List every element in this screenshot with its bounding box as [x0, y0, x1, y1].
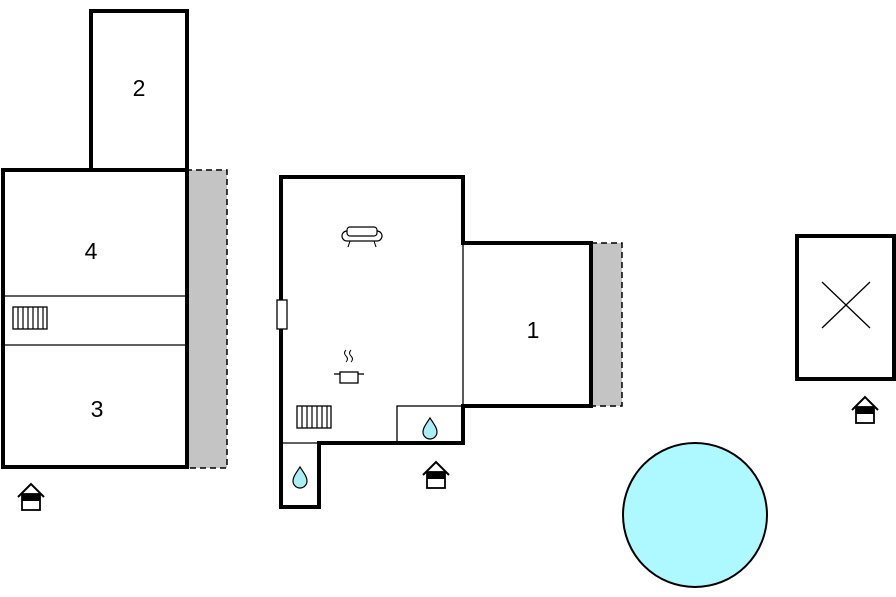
radiator-icon	[296, 405, 332, 429]
annex-building	[795, 234, 896, 424]
entrance-icon	[851, 396, 879, 424]
middle-main-outline	[279, 175, 593, 509]
room-label-4: 4	[85, 238, 98, 264]
terrace-left	[185, 169, 228, 469]
room-label-1: 1	[527, 317, 540, 343]
entrance-icon	[17, 483, 45, 511]
pool	[622, 442, 768, 588]
entrance-icon	[422, 461, 450, 489]
bathroom-outline	[396, 405, 464, 444]
water-drop-icon	[422, 417, 438, 440]
room-label-3: 3	[91, 396, 104, 422]
window-icon	[276, 299, 288, 330]
left-building: 2 4 3	[1, 9, 228, 511]
middle-building: 1	[276, 175, 623, 509]
water-drop-icon	[292, 466, 308, 489]
cooking-pot-icon	[334, 349, 364, 384]
annex-outline	[795, 234, 896, 381]
radiator-icon	[12, 306, 48, 330]
terrace-middle	[590, 242, 623, 407]
left-main-outline	[1, 168, 189, 469]
sofa-icon	[341, 226, 383, 248]
room-label-2: 2	[133, 75, 146, 101]
cross-line	[821, 281, 871, 329]
